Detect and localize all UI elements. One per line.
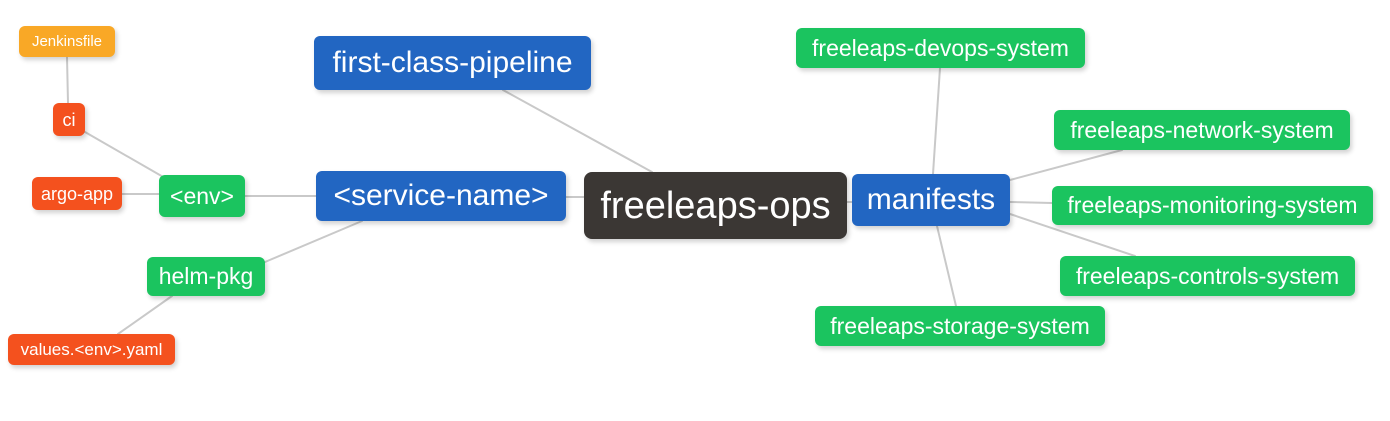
node-helm-pkg[interactable]: helm-pkg bbox=[147, 257, 265, 296]
node-first-class-pipeline[interactable]: first-class-pipeline bbox=[314, 36, 591, 90]
node-freeleaps-ops[interactable]: freeleaps-ops bbox=[584, 172, 847, 239]
node-controls-system[interactable]: freeleaps-controls-system bbox=[1060, 256, 1355, 296]
edge-helm-pkg-service-name bbox=[264, 220, 363, 263]
edge-manifests-controls-system bbox=[1009, 213, 1136, 257]
edge-ci-env bbox=[84, 131, 166, 179]
node-env[interactable]: <env> bbox=[159, 175, 245, 217]
node-service-name[interactable]: <service-name> bbox=[316, 171, 566, 221]
edge-values-yaml-helm-pkg bbox=[117, 295, 173, 335]
node-manifests[interactable]: manifests bbox=[852, 174, 1010, 226]
edge-manifests-network-system bbox=[1009, 149, 1123, 181]
node-network-system[interactable]: freeleaps-network-system bbox=[1054, 110, 1350, 150]
edge-manifests-storage-system bbox=[936, 225, 957, 307]
node-storage-system[interactable]: freeleaps-storage-system bbox=[815, 306, 1105, 346]
edge-manifests-monitoring-system bbox=[1009, 201, 1053, 204]
node-argo-app[interactable]: argo-app bbox=[32, 177, 122, 210]
node-jenkinsfile[interactable]: Jenkinsfile bbox=[19, 26, 115, 57]
node-values-yaml[interactable]: values.<env>.yaml bbox=[8, 334, 175, 365]
node-monitoring-system[interactable]: freeleaps-monitoring-system bbox=[1052, 186, 1373, 225]
edge-first-class-pipeline-freeleaps-ops bbox=[502, 89, 653, 173]
edge-jenkinsfile-ci bbox=[66, 56, 69, 104]
edge-manifests-devops-system bbox=[932, 67, 941, 175]
node-ci[interactable]: ci bbox=[53, 103, 85, 136]
node-devops-system[interactable]: freeleaps-devops-system bbox=[796, 28, 1085, 68]
